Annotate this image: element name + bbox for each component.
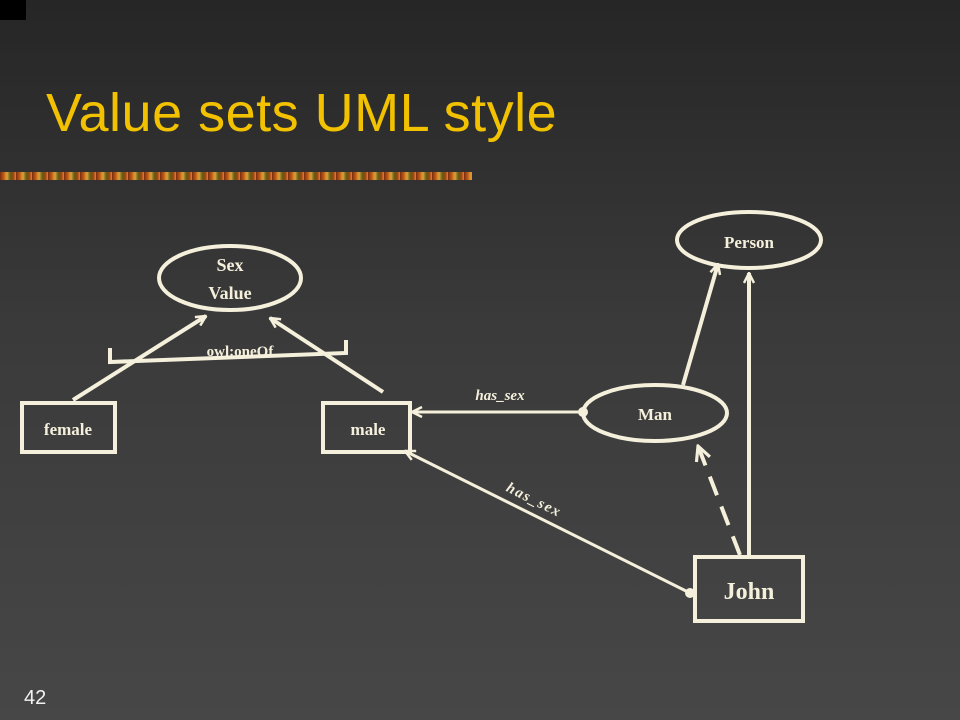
edge-john-has-sex-male — [405, 449, 691, 595]
node-female: female — [20, 401, 117, 454]
john-label: John — [724, 579, 775, 605]
sex-value-label-line1: Sex — [217, 255, 244, 275]
oneof-bracket — [108, 340, 348, 365]
sex-value-label-line2: Value — [208, 283, 251, 303]
node-john: John — [693, 555, 805, 623]
node-male: male — [321, 401, 412, 454]
oneof-label: owl:oneOf — [207, 344, 275, 360]
edge-man-to-person — [681, 264, 718, 386]
male-label: male — [351, 420, 386, 439]
edge-john-to-man-dashed — [698, 446, 742, 556]
node-person: Person — [675, 210, 823, 270]
corner-mark — [0, 0, 26, 20]
edge-female-to-sexvalue — [71, 314, 206, 402]
man-has-sex-label: has_sex — [475, 388, 525, 404]
node-sex-value: Sex Value — [157, 244, 303, 312]
node-man: Man — [581, 383, 729, 443]
female-label: female — [44, 420, 93, 439]
title-underline-bar — [0, 172, 472, 180]
person-label: Person — [724, 233, 775, 252]
slide-title: Value sets UML style — [46, 83, 558, 143]
page-number: 42 — [24, 687, 47, 709]
man-label: Man — [638, 405, 673, 424]
